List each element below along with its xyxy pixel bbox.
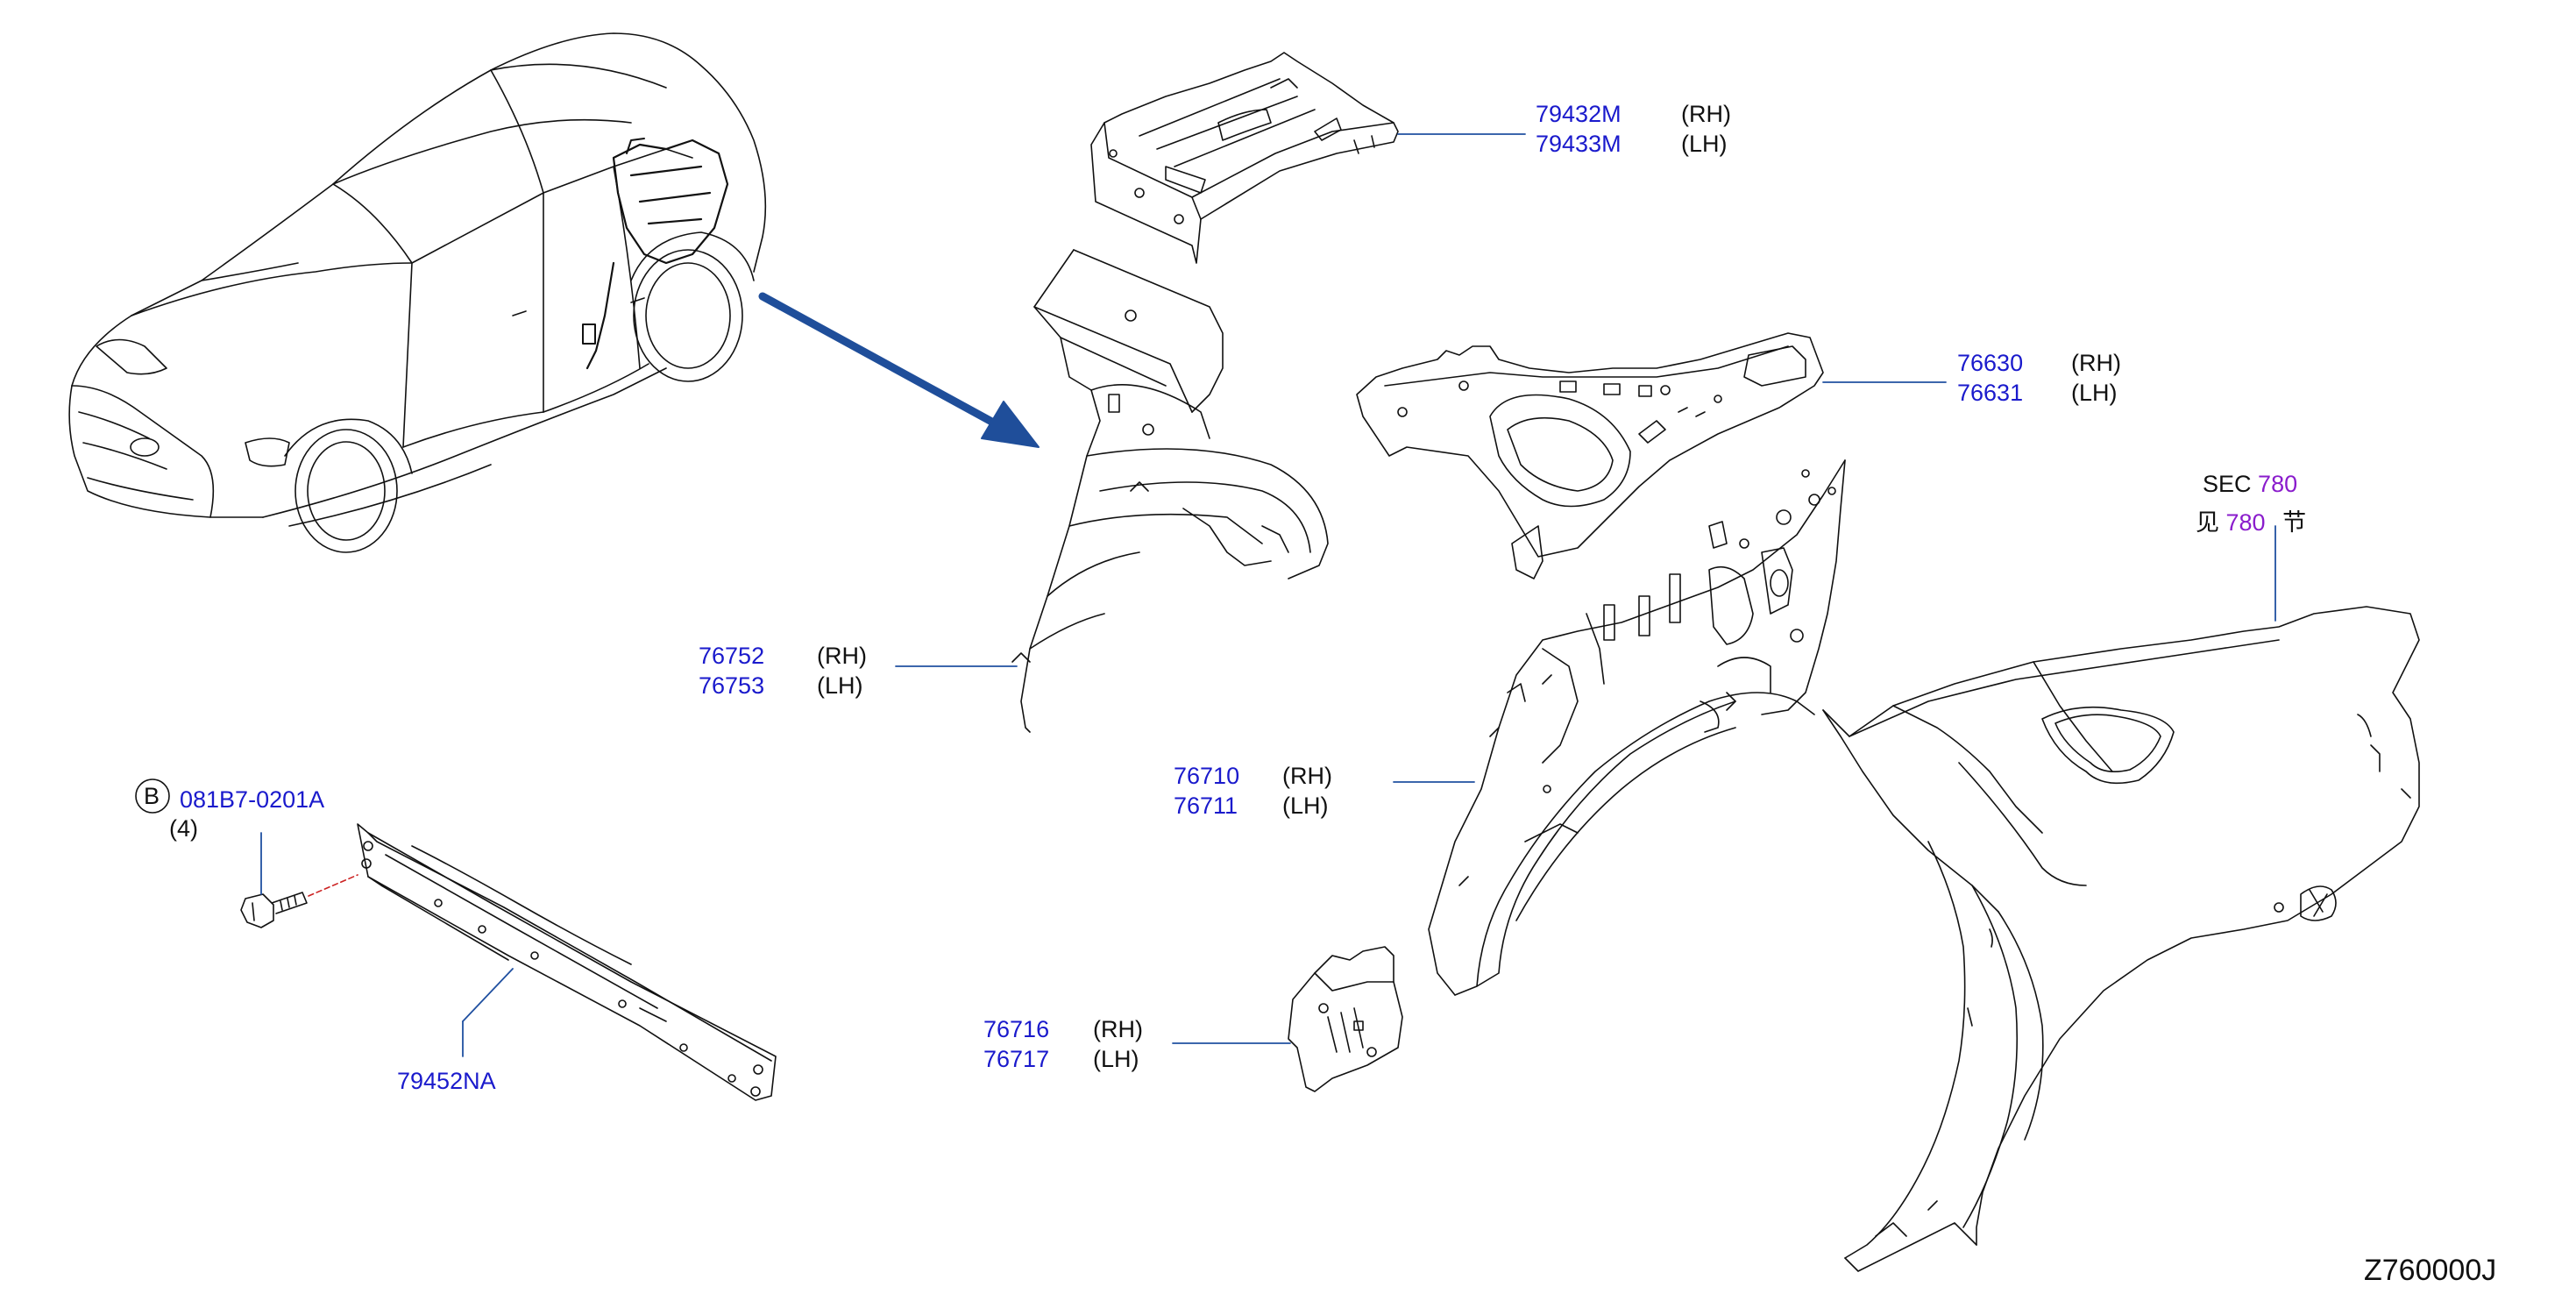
side-label-lh: (LH) <box>2071 380 2118 406</box>
side-label-lh: (LH) <box>1681 131 1728 157</box>
part-crossmember <box>358 824 776 1100</box>
side-label-rh: (RH) <box>1093 1016 1143 1042</box>
section-ref-prefix: SEC <box>2203 471 2252 497</box>
bolt-quantity: (4) <box>169 815 198 842</box>
side-label-rh: (RH) <box>817 643 867 669</box>
part-roof-rail-inner <box>1091 53 1525 263</box>
part-quarter-panel <box>1823 526 2419 1271</box>
part-number-76753[interactable]: 76753 <box>699 672 765 699</box>
diagram-code: Z760000J <box>2364 1254 2497 1287</box>
part-bracket <box>1173 947 1402 1091</box>
part-number-79433m[interactable]: 79433M <box>1536 131 1622 157</box>
car-overview <box>69 33 765 552</box>
part-number-76752[interactable]: 76752 <box>699 643 765 669</box>
part-number-76711[interactable]: 76711 <box>1174 793 1238 819</box>
section-ref-cn-number: 780 <box>2225 509 2266 536</box>
part-number-79452na[interactable]: 79452NA <box>397 1068 496 1094</box>
part-number-081b7-0201a[interactable]: 081B7-0201A <box>180 786 325 813</box>
part-number-79432m[interactable]: 79432M <box>1536 101 1622 127</box>
side-label-rh: (RH) <box>1282 763 1332 789</box>
pointer-arrow <box>763 296 1039 447</box>
part-number-76710[interactable]: 76710 <box>1174 763 1240 789</box>
part-pillar-inner <box>1357 333 1946 579</box>
section-ref[interactable]: SEC 780 <box>2203 469 2297 499</box>
side-label-lh: (LH) <box>1093 1046 1139 1072</box>
part-number-76630[interactable]: 76630 <box>1957 350 2024 376</box>
section-ref-number: 780 <box>2258 471 2298 497</box>
part-number-76716[interactable]: 76716 <box>983 1016 1050 1042</box>
part-wheelhouse-inner <box>896 250 1328 732</box>
part-number-76631[interactable]: 76631 <box>1957 380 2024 406</box>
bolt-badge: B <box>144 783 160 809</box>
side-label-lh: (LH) <box>1282 793 1329 819</box>
bolt <box>136 779 358 928</box>
side-label-rh: (RH) <box>2071 350 2121 376</box>
section-ref-cn-suffix: 节 <box>2282 509 2307 536</box>
side-label-lh: (LH) <box>817 672 863 699</box>
section-ref-cn-prefix: 见 <box>2196 509 2219 536</box>
section-ref-cn[interactable]: 见 780 节 <box>2196 508 2306 537</box>
side-label-rh: (RH) <box>1681 101 1731 127</box>
part-number-76717[interactable]: 76717 <box>983 1046 1050 1072</box>
part-body-side-inner <box>1394 460 1845 995</box>
